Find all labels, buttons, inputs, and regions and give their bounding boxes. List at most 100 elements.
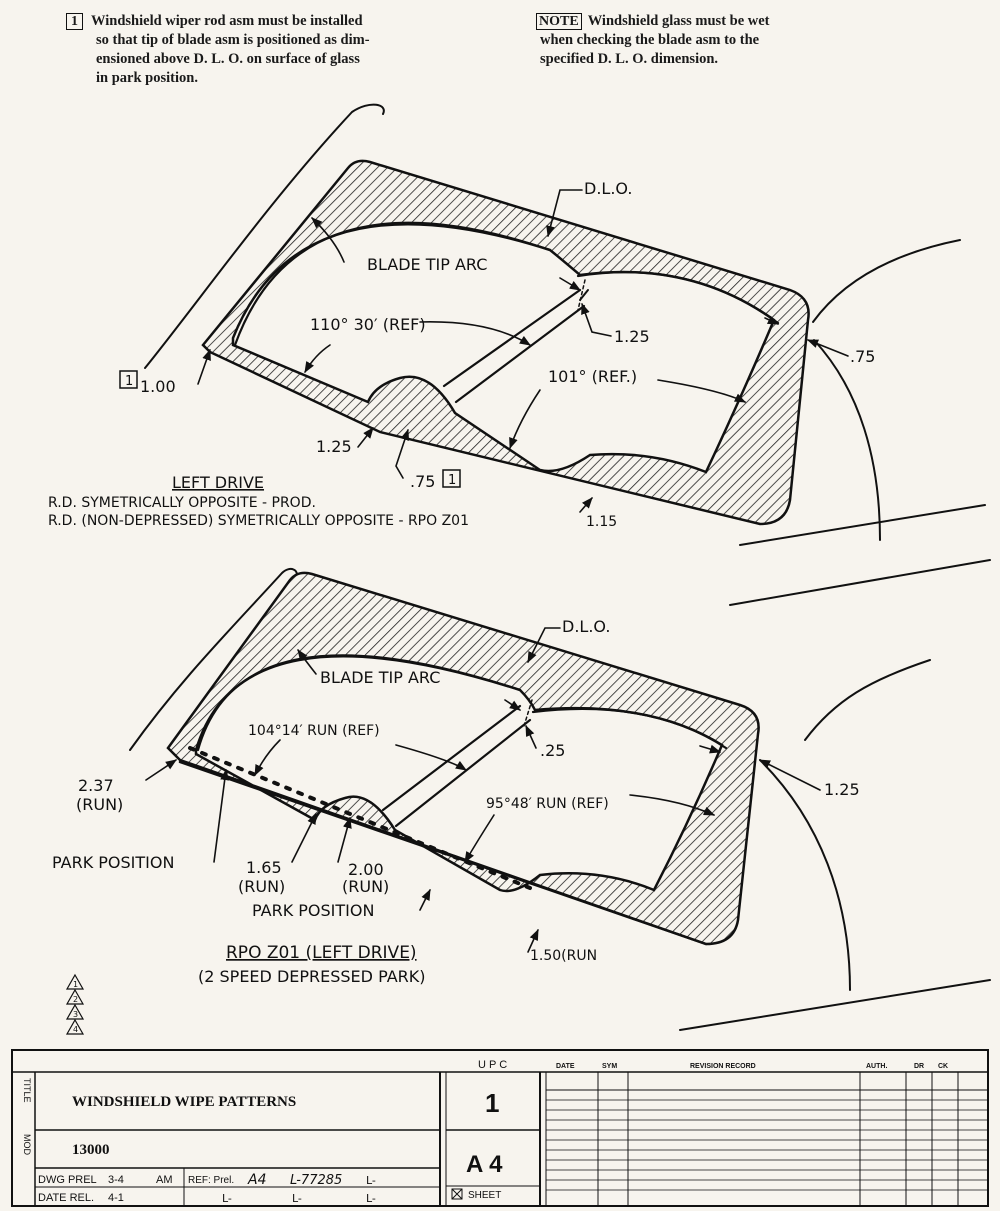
view-2-dim-center-top: .25 (540, 741, 565, 760)
v2-a-pillar-line-left (129, 567, 298, 751)
mod-side-label: MOD (22, 1134, 32, 1155)
view-2-blade-tip-arc-leader (297, 649, 317, 675)
view-2-dim-mid2: 2.00 (348, 860, 384, 879)
view-2-dim-right-leader (758, 759, 821, 791)
view-1-blade-arc-right (576, 271, 780, 325)
view-2-park-left-leader (213, 768, 230, 863)
ref-l2: L- (366, 1174, 376, 1187)
view-1-dim-center-leader (581, 302, 612, 337)
rev-header-auth: AUTH. (866, 1063, 887, 1070)
view-1-angle-left-arrow-r (419, 321, 531, 346)
view-1-dlo-leader (546, 189, 583, 238)
view-2-park-dashed (188, 746, 532, 890)
note-2: NOTE Windshield glass must be wet when ch… (536, 12, 896, 69)
dwg-prel-value: 3-4 (108, 1174, 124, 1186)
view-1-angle-right-arrow-r (657, 379, 747, 403)
view-2-dim-right: 1.25 (824, 780, 860, 799)
view-1-dim-right-leader (806, 339, 849, 357)
note-2-line: specified D. L. O. dimension. (540, 51, 719, 67)
view-2-dim-mid1-sub: (RUN) (238, 877, 285, 896)
view-2-dim-left-leader (145, 759, 177, 781)
rev-header-date: DATE (556, 1063, 575, 1070)
view-2-dim-left-sub: (RUN) (76, 795, 123, 814)
view-1-dim-bottom-right-leader (579, 497, 593, 513)
view-1-caption-line2: R.D. (NON-DEPRESSED) SYMETRICALLY OPPOSI… (48, 513, 469, 529)
revision-triangle-num: 2 (73, 995, 78, 1004)
a-pillar-line-left (144, 103, 385, 369)
v2-body-line-right (759, 759, 851, 991)
ref-value: A4 (247, 1172, 266, 1188)
view-2-dim-bottom-right: 1.50(RUN (530, 948, 597, 964)
view-1-caption-line1: R.D. SYMETRICALLY OPPOSITE - PROD. (48, 495, 316, 511)
view-1-dim-bottom-left-leader (357, 427, 374, 448)
rev-header-ck: CK (938, 1063, 948, 1070)
view-2-park-center-leader (419, 888, 431, 911)
title-block (11, 1049, 989, 1207)
view-2-dim-mid2-leader (337, 816, 352, 863)
v2-a-pillar-line-right (804, 659, 931, 741)
title-side-label: TITLE (22, 1078, 32, 1103)
view-1-angle-left-arrow-l (304, 344, 331, 373)
view-1-angle-right-arrow-l (509, 389, 541, 450)
note-1-line: Windshield wiper rod asm must be install… (91, 13, 363, 29)
view-1-dim-bottom-mid-leader (395, 428, 410, 479)
note-1-line: ensioned above D. L. O. on surface of gl… (96, 51, 360, 67)
view-1-dim-left: 1.00 (140, 377, 176, 396)
rev-header-dr: DR (914, 1063, 924, 1070)
view-2-angle-left-label: 104°14′ RUN (REF) (248, 723, 380, 739)
view-1-dlo-outline (201, 159, 810, 526)
drawing-title: WINDSHIELD WIPE PATTERNS (72, 1094, 296, 1110)
view-1-wiper-arm-left-2 (454, 304, 586, 404)
note-1-line: so that tip of blade asm is positioned a… (96, 32, 370, 48)
view-2-dim-bottom-right-leader (527, 928, 539, 953)
view-2-angle-right-label: 95°48′ RUN (REF) (486, 796, 609, 812)
view-2-drawing (129, 559, 991, 1031)
note-1-line: in park position. (96, 70, 198, 86)
upc-label: U P C (478, 1059, 507, 1071)
ref-label: REF: Prel. (188, 1175, 234, 1186)
date-rel-label: DATE REL. (38, 1192, 94, 1204)
view-1-dim-left-box (119, 370, 138, 389)
view-1-dim-bottom-mid-box-num: 1 (448, 473, 456, 488)
hood-line (739, 504, 986, 546)
view-1-dim-left-leader (197, 348, 211, 385)
body-line-right (813, 339, 881, 541)
view-2-caption-title: RPO Z01 (LEFT DRIVE) (226, 943, 417, 963)
view-1-dim-bottom-left: 1.25 (316, 437, 352, 456)
sheet-label: SHEET (468, 1190, 501, 1201)
ref-l3: L- (222, 1192, 232, 1205)
view-1-blade-tip-arc-leader (311, 217, 345, 263)
view-2-dim-center-leader (525, 724, 537, 749)
dwg-prel-initials: AM (156, 1174, 173, 1186)
view-2-caption-sub: (2 SPEED DEPRESSED PARK) (198, 967, 426, 986)
revision-triangle-num: 1 (73, 980, 78, 989)
view-2-wiper-arm-left (381, 704, 522, 812)
ref-l4: L- (292, 1192, 302, 1205)
view-1-dim-bottom-mid: .75 (410, 472, 435, 491)
note-2-line: Windshield glass must be wet (587, 13, 770, 29)
view-2-dim-mid2-sub: (RUN) (342, 877, 389, 896)
note-2-line: when checking the blade asm to the (540, 32, 760, 48)
rev-header-record: REVISION RECORD (690, 1063, 756, 1070)
note-2-tag: NOTE (536, 13, 582, 30)
view-2-park-left: PARK POSITION (52, 853, 174, 872)
view-1-dlo-label: D.L.O. (584, 179, 632, 198)
view-1-drawing (144, 103, 986, 546)
view-1-blade-arc-left (233, 221, 552, 347)
view-2-dim-mid1: 1.65 (246, 858, 282, 877)
model-number: 13000 (72, 1142, 110, 1158)
view-1-dim-bottom-mid-box (442, 469, 461, 488)
view-1-dim-right: .75 (850, 347, 875, 366)
revision-triangle-num: 3 (73, 1010, 78, 1019)
view-1-dim-center-top: 1.25 (614, 327, 650, 346)
note-1-number: 1 (66, 13, 83, 30)
date-rel-value: 4-1 (108, 1192, 124, 1204)
dwg-prel-label: DWG PREL (38, 1174, 97, 1186)
view-1-angle-left-label: 110° 30′ (REF) (310, 315, 426, 334)
view-2-dlo-label: D.L.O. (562, 617, 610, 636)
rev-header-sym: SYM (602, 1063, 617, 1070)
view-2-angle-left-arrow-l (254, 739, 281, 777)
a-pillar-line-right (812, 239, 961, 323)
view-2-dlo-leader (527, 627, 561, 664)
